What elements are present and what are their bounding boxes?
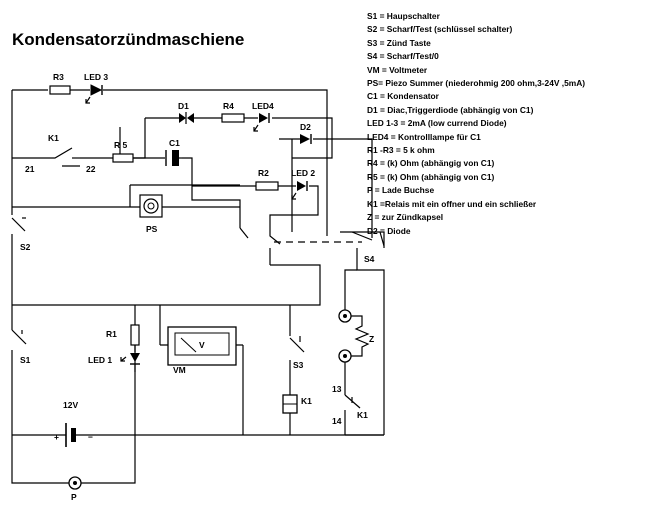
led3-icon bbox=[85, 84, 103, 104]
legend-item: P = Lade Buchse bbox=[367, 185, 435, 196]
legend-item: C1 = Kondensator bbox=[367, 91, 439, 102]
k1-terminal-22: 22 bbox=[86, 164, 96, 174]
k1-terminal-13: 13 bbox=[332, 384, 342, 394]
resistor-r1-icon bbox=[130, 324, 140, 346]
resistor-r4-icon bbox=[221, 113, 245, 123]
legend-item: R5 = (k) Ohm (abhängig von C1) bbox=[367, 171, 495, 182]
s4-output-wiring bbox=[12, 264, 385, 435]
legend-item: VM = Voltmeter bbox=[367, 64, 428, 75]
legend-item: Z = zur Zündkapsel bbox=[367, 212, 444, 223]
k1-contact-13-14-icon bbox=[344, 394, 361, 435]
k1-top-label: K1 bbox=[48, 133, 59, 143]
legend-item: S4 = Scharf/Test/0 bbox=[367, 51, 439, 62]
s4-label: S4 bbox=[364, 254, 375, 264]
legend-item: K1 =Relais mit ein offner und ein schlie… bbox=[367, 198, 537, 209]
battery-minus-label: − bbox=[88, 432, 93, 442]
piezo-wiring bbox=[12, 184, 240, 208]
led3-label: LED 3 bbox=[84, 72, 108, 82]
led1-icon bbox=[120, 353, 140, 372]
capacitor-c1-icon bbox=[165, 150, 182, 166]
led4-icon bbox=[253, 113, 270, 132]
legend-item: S1 = Haupschalter bbox=[367, 11, 440, 21]
battery-voltage-label: 12V bbox=[63, 400, 78, 410]
s4-switch-icon bbox=[239, 227, 385, 265]
legend-item: S2 = Scharf/Test (schlüssel schalter) bbox=[367, 24, 513, 35]
k1-terminal-14: 14 bbox=[332, 416, 342, 426]
legend-item: S3 = Zünd Taste bbox=[367, 37, 431, 48]
led4-label: LED4 bbox=[252, 101, 274, 111]
s3-label: S3 bbox=[293, 360, 304, 370]
s1-label: S1 bbox=[20, 355, 31, 365]
battery-plus-label: + bbox=[54, 432, 59, 442]
battery-12v-icon bbox=[54, 423, 88, 447]
resistor-r1-label: R1 bbox=[106, 329, 117, 339]
led1-label: LED 1 bbox=[88, 355, 112, 365]
s1-switch-icon bbox=[11, 329, 27, 345]
legend-item: D2 = Diode bbox=[367, 225, 411, 236]
led2-icon bbox=[291, 181, 308, 200]
diagram-title: Kondensatorzündmaschiene bbox=[12, 30, 245, 49]
led2-label: LED 2 bbox=[291, 168, 315, 178]
resistor-r3-label: R3 bbox=[53, 72, 64, 82]
detonator-z-label: Z bbox=[369, 334, 374, 344]
legend-item: D1 = Diac,Triggerdiode (abhängig von C1) bbox=[367, 104, 534, 115]
voltmeter-glyph: V bbox=[199, 340, 205, 350]
capacitor-c1-label: C1 bbox=[169, 138, 180, 148]
top-wiring bbox=[12, 89, 373, 232]
legend-item: R4 = (k) Ohm (abhängig von C1) bbox=[367, 158, 495, 169]
resistor-r5-icon bbox=[112, 153, 134, 163]
diode-d2-label: D2 bbox=[300, 122, 311, 132]
legend-item: PS= Piezo Summer (niederohmig 200 ohm,3-… bbox=[367, 78, 586, 89]
voltmeter-label: VM bbox=[173, 365, 186, 375]
diode-d2-icon bbox=[300, 134, 312, 144]
relay-k1-coil-icon bbox=[282, 394, 298, 414]
detonator-z-icon bbox=[338, 309, 370, 395]
legend-item: LED4 = Kontrolllampe für C1 bbox=[367, 131, 481, 142]
k1-contact-label: K1 bbox=[357, 410, 368, 420]
s2-label: S2 bbox=[20, 242, 31, 252]
piezo-buzzer-icon bbox=[139, 194, 163, 218]
k1-contact-row bbox=[12, 147, 241, 228]
diac-d1-label: D1 bbox=[178, 101, 189, 111]
legend-item: LED 1-3 = 2mA (low currend Diode) bbox=[367, 118, 507, 129]
k1-terminal-21: 21 bbox=[25, 164, 35, 174]
voltmeter-icon: V bbox=[167, 326, 237, 366]
resistor-r2-icon bbox=[255, 181, 279, 191]
resistor-r5-label: R 5 bbox=[114, 140, 128, 150]
piezo-label: PS bbox=[146, 224, 158, 234]
r2-led2-wiring bbox=[192, 185, 319, 228]
charge-socket-p-icon bbox=[68, 476, 82, 490]
legend-item: R1 -R3 = 5 k ohm bbox=[367, 145, 435, 156]
s2-switch-icon bbox=[11, 90, 26, 305]
resistor-r2-label: R2 bbox=[258, 168, 269, 178]
relay-k1-coil-label: K1 bbox=[301, 396, 312, 406]
resistor-r4-label: R4 bbox=[223, 101, 234, 111]
s3-switch-icon bbox=[289, 336, 305, 353]
resistor-r3-icon bbox=[49, 85, 71, 95]
diac-d1-icon bbox=[179, 112, 194, 124]
charge-socket-p-label: P bbox=[71, 492, 77, 502]
component-legend: S1 = Haupschalter S2 = Scharf/Test (schlü… bbox=[367, 10, 585, 238]
